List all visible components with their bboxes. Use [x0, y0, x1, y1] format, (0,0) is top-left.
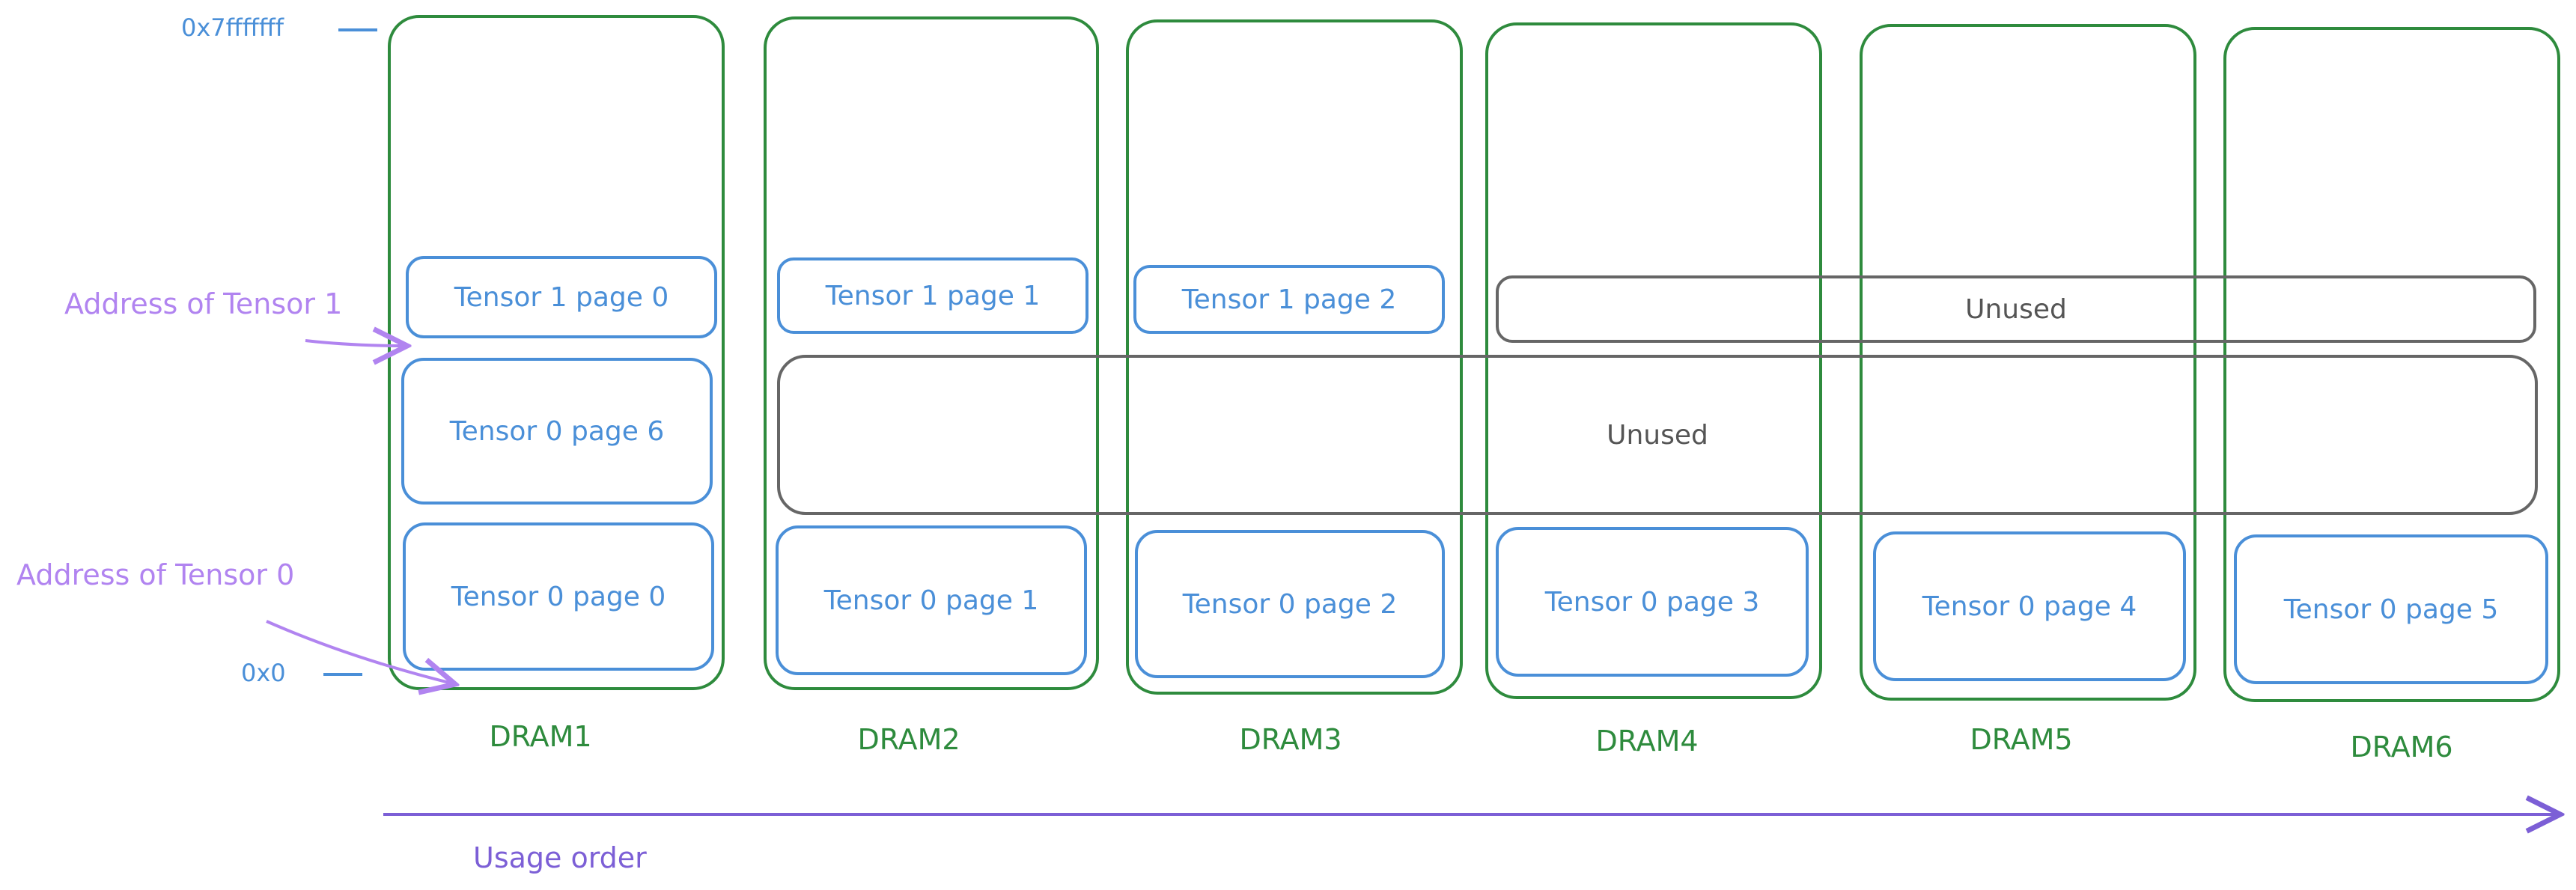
- page-box: [1873, 531, 2186, 681]
- dram4-label: DRAM4: [1595, 725, 1699, 758]
- tensor0-address-annotation: Address of Tensor 0: [16, 558, 295, 591]
- page-box: [777, 257, 1088, 334]
- top-address-label: 0x7fffffff: [181, 13, 284, 42]
- page-label: Tensor 0 page 4: [1922, 591, 2137, 622]
- dram6-column: [2223, 27, 2560, 702]
- dram2-column: [764, 16, 1099, 690]
- page-box: [1135, 530, 1445, 678]
- dram3-label: DRAM3: [1239, 723, 1342, 756]
- tensor1-address-annotation: Address of Tensor 1: [64, 287, 343, 320]
- page-label: Tensor 0 page 3: [1544, 586, 1760, 618]
- unused-lower-band: [777, 355, 2538, 515]
- page-box: [401, 358, 713, 505]
- page-label: Tensor 0 page 6: [449, 415, 665, 447]
- page-box: [406, 256, 717, 338]
- dram6-label: DRAM6: [2350, 731, 2453, 763]
- dram5-label: DRAM5: [1970, 723, 2073, 756]
- page-label: Tensor 1 page 2: [1181, 284, 1397, 315]
- page-box: [1133, 265, 1445, 334]
- tensor0-address-arrow: [266, 620, 455, 684]
- unused-upper-label: Unused: [1965, 293, 2067, 325]
- page-label: Tensor 1 page 0: [454, 281, 669, 313]
- page-label: Tensor 0 page 2: [1182, 588, 1398, 620]
- dram2-label: DRAM2: [857, 723, 960, 756]
- page-box: [1496, 527, 1809, 677]
- page-label: Tensor 1 page 1: [825, 280, 1041, 311]
- page-box: [2234, 534, 2548, 684]
- unused-lower-label: Unused: [1607, 419, 1708, 451]
- unused-upper-band: [1496, 275, 2536, 343]
- usage-order-label: Usage order: [473, 841, 647, 874]
- dram1-label: DRAM1: [489, 720, 592, 753]
- bottom-address-label: 0x0: [241, 659, 286, 687]
- dram5-column: [1860, 24, 2196, 701]
- page-box: [403, 522, 714, 671]
- dram4-column: [1485, 22, 1822, 699]
- page-label: Tensor 0 page 1: [823, 585, 1039, 616]
- page-label: Tensor 0 page 0: [451, 581, 666, 612]
- page-label: Tensor 0 page 5: [2283, 594, 2499, 625]
- page-box: [776, 525, 1087, 675]
- tensor1-address-arrow: [305, 341, 407, 346]
